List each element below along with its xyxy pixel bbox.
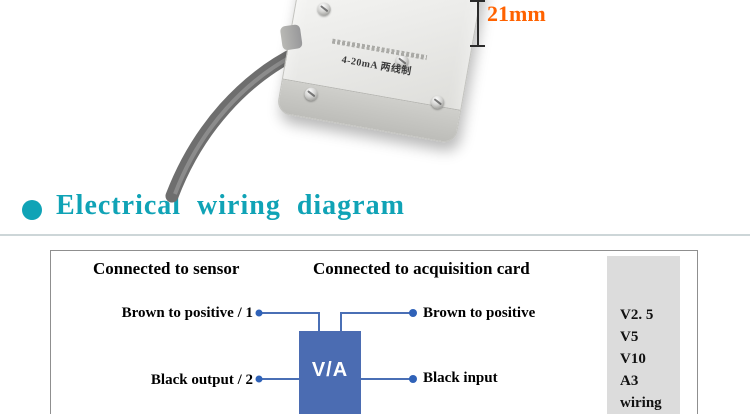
device-label: 4-20mA 两线制 <box>287 31 469 87</box>
terminal-block: V2. 5 V5 V10 A3 wiring <box>607 256 680 414</box>
label-brown-to-positive-sensor: Brown to positive / 1 <box>121 305 253 321</box>
section-divider <box>0 234 750 236</box>
label-black-input-acq: Black input <box>423 370 498 386</box>
terminal-item: V2. 5 <box>620 307 654 323</box>
label-brown-to-positive-acq: Brown to positive <box>423 305 536 321</box>
terminal-item: wiring <box>620 395 662 411</box>
section-title: Electrical wiring diagram <box>56 190 405 221</box>
dimension-tick-bottom <box>470 45 485 47</box>
wires <box>255 309 417 383</box>
wiring-diagram: V2. 5 V5 V10 A3 wiring Connected to sens… <box>50 250 698 414</box>
terminal-item: A3 <box>620 373 639 389</box>
dimension-label: 21mm <box>487 1 546 26</box>
dimension-tick-top <box>470 0 485 2</box>
label-black-output-sensor: Black output / 2 <box>150 372 253 388</box>
product-photo: 4-20mA 两线制 21mm <box>0 0 750 230</box>
diagram-right-header: Connected to acquisition card <box>313 259 530 278</box>
cable-image <box>165 45 305 203</box>
bullet-icon <box>22 200 42 220</box>
screw-icon <box>316 1 332 17</box>
terminal-item: V5 <box>620 329 639 345</box>
dimension-line <box>477 0 479 46</box>
terminal-item: V10 <box>620 351 646 367</box>
va-converter-box: V/A <box>299 331 361 414</box>
diagram-left-header: Connected to sensor <box>93 259 240 278</box>
